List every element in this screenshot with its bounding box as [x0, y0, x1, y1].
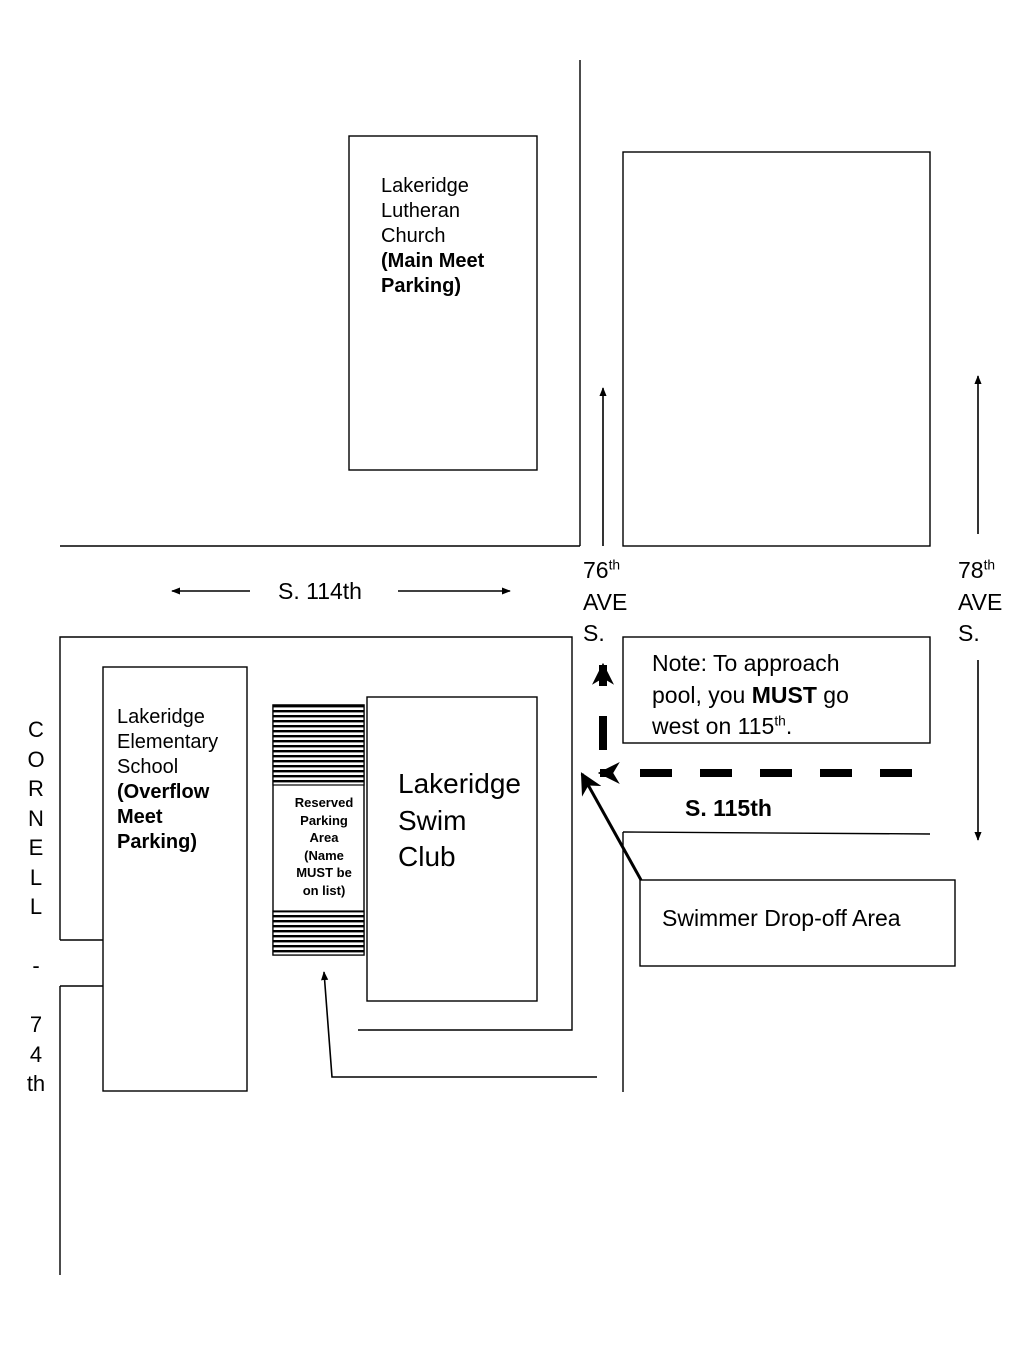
cornell-letter: 4: [29, 1041, 43, 1067]
note-line: west on 115th.: [652, 711, 849, 743]
road-lines: [59, 60, 931, 1275]
ave76-line: AVE: [583, 588, 628, 615]
approach-route: [580, 662, 912, 881]
cornell-letter: O: [27, 746, 45, 772]
street-label-s114: S. 114th: [278, 578, 362, 604]
ave76-sup: th: [608, 557, 621, 573]
note-text: pool, you: [652, 681, 752, 708]
cornell-letter: [24, 922, 48, 952]
ave76-number: 76th: [583, 555, 627, 587]
school-parking-note: Meet: [117, 806, 163, 828]
reserved-parking-label: Reserved Parking Area (Name MUST be on l…: [274, 794, 374, 899]
reserved-parking-arrow: [321, 971, 597, 1078]
cornell-letter: 7: [29, 1012, 43, 1037]
ave78-sup: th: [983, 557, 996, 573]
school-name-line: Elementary: [117, 731, 219, 753]
ave78-num: 78: [958, 557, 984, 583]
school-overflow: Overflow: [123, 781, 210, 803]
cornell-letter: th: [26, 1071, 46, 1096]
note-line: pool, you MUST go: [652, 680, 849, 712]
cornell-letter: -: [32, 953, 40, 978]
road-115th-south-edge: [622, 831, 931, 835]
cornell-letter: L: [29, 894, 43, 919]
buildings: [102, 135, 956, 1092]
note-text: go: [816, 681, 849, 708]
school-parking-note: (Overflow: [117, 780, 218, 805]
church-name-line: Lakeridge: [381, 175, 469, 197]
ave76-line: S.: [583, 620, 605, 646]
dropoff-pointer: [580, 772, 643, 881]
school-name-line: School: [117, 756, 179, 778]
reserved-line: on list): [302, 882, 346, 898]
street-label-cornell-74th: C O R N E L L - 7 4 th: [24, 715, 48, 1099]
swim-club-name-line: Swim: [398, 804, 467, 836]
cornell-letter: R: [28, 776, 44, 801]
school-name-line: Lakeridge: [117, 706, 205, 728]
cornell-letter: N: [28, 805, 44, 831]
note-emphasis: MUST: [751, 681, 817, 708]
cornell-letter: E: [28, 835, 44, 860]
note-box: [622, 636, 931, 744]
dropoff-label: Swimmer Drop-off Area: [662, 905, 901, 931]
reserved-line: Parking: [300, 812, 348, 828]
church-name-line: Church: [381, 225, 446, 247]
reserved-line: Reserved: [294, 795, 354, 810]
church-building: [348, 135, 538, 471]
swim-club-name-line: Lakeridge: [398, 768, 521, 799]
street-label-s115: S. 115th: [685, 795, 772, 821]
school-paren: (: [117, 781, 124, 803]
reserved-line: Area: [309, 830, 339, 846]
parking-stripes-bottom: [272, 910, 365, 956]
ave76-num: 76: [583, 557, 609, 583]
ave78-number: 78th: [958, 555, 1002, 587]
dropoff-box: [639, 879, 956, 967]
church-parking-note: (Main Meet: [381, 250, 485, 272]
school-building: [102, 666, 248, 1092]
approach-note: Note: To approach pool, you MUST go west…: [652, 648, 849, 743]
reserved-line: (Name: [304, 847, 344, 863]
street-label-78th-ave: 78th AVE S.: [958, 555, 1002, 650]
swim-club-building: [366, 696, 538, 1002]
direction-arrows: [171, 375, 982, 1078]
swim-club-label: Lakeridge Swim Club: [398, 766, 521, 876]
cornell-letter: [24, 981, 48, 1011]
school-parking-note: Parking): [117, 831, 198, 853]
road-114th-south-edge: [59, 636, 573, 1031]
church-name-line: Lutheran: [381, 200, 460, 222]
ave78-line: S.: [958, 620, 980, 646]
church-parking-note: Parking): [381, 275, 462, 297]
ave78-line: AVE: [958, 588, 1003, 615]
street-label-76th-ave: 76th AVE S.: [583, 555, 627, 650]
note-text: .: [785, 713, 793, 739]
reserved-line: MUST be: [296, 865, 352, 881]
note-line: Note: To approach: [652, 650, 840, 676]
cornell-letter: L: [29, 864, 43, 890]
note-sup: th: [774, 713, 786, 729]
swim-club-name-line: Club: [398, 841, 456, 872]
church-label: Lakeridge Lutheran Church (Main Meet Par…: [381, 174, 484, 299]
cornell-letter: C: [28, 717, 44, 742]
northeast-block: [622, 151, 931, 547]
note-text: west on 115: [652, 713, 775, 739]
school-label: Lakeridge Elementary School (Overflow Me…: [117, 705, 218, 855]
parking-stripes-top: [272, 704, 365, 786]
